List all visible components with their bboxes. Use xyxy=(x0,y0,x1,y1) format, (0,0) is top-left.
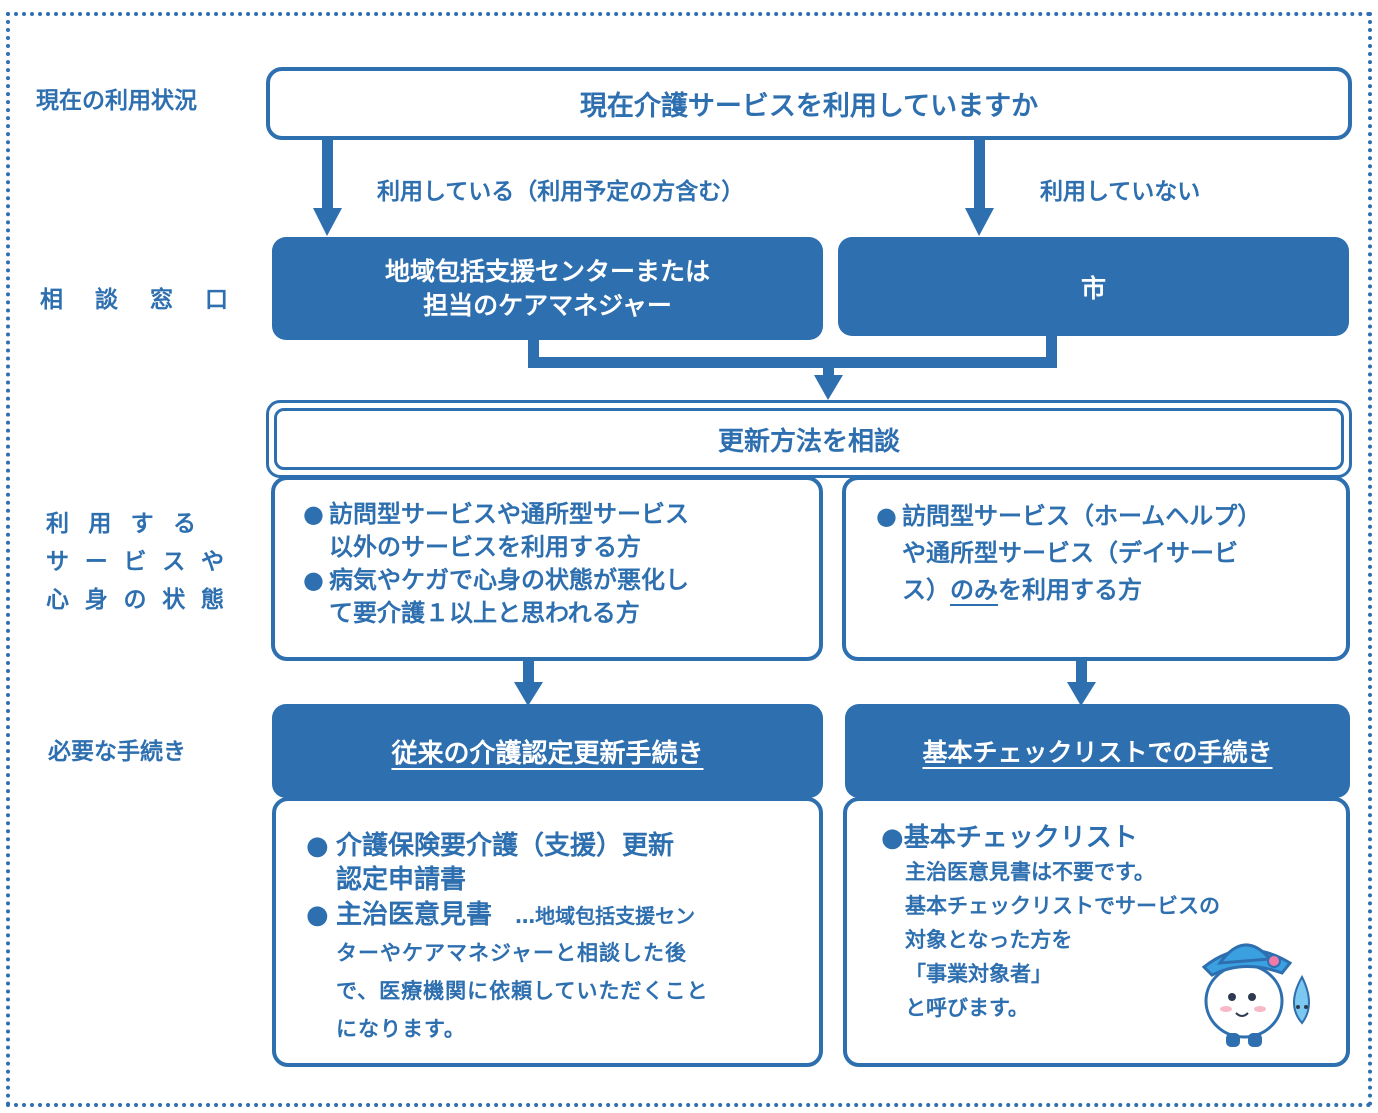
row-label-state-char: 心 xyxy=(46,587,69,613)
doc-right-line: 「事業対象者」 xyxy=(905,962,1052,986)
consult-box-left: 地域包括支援センターまたは 担当のケアマネジャー xyxy=(272,237,823,340)
documents-box-left: ● 介護保険要介護（支援）更新 認定申請書 ●主治医意見書 …地域包括支援セン … xyxy=(272,797,823,1067)
row-label-state-char: の xyxy=(123,587,147,613)
state-left-item: ● 訪問型サービスや通所型サービス 以外のサービスを利用する方 xyxy=(303,498,809,564)
consult-right-text: 市 xyxy=(1080,273,1106,303)
row-label-state-char: や xyxy=(201,549,224,575)
state-right-line: ス）のみを利用する方 xyxy=(902,572,1261,609)
row-label-state: 利 用 す る サ ー ビ ス や 心 身 の 状 態 xyxy=(46,505,224,619)
merge-line-down xyxy=(823,365,834,377)
state-left-line: て要介護１以上と思われる方 xyxy=(329,599,640,627)
row-label-state-char: ス xyxy=(162,549,186,575)
state-right-text: ス） xyxy=(902,576,950,604)
doc-left-note-line: になります。 xyxy=(336,1017,466,1041)
bullet-icon: ● xyxy=(306,831,329,861)
procedure-box-right: 基本チェックリストでの手続き xyxy=(845,704,1350,798)
bullet-icon: ● xyxy=(876,502,897,530)
state-box-left: ● 訪問型サービスや通所型サービス 以外のサービスを利用する方 ● 病気やケガで… xyxy=(271,476,823,661)
row-label-state-char: 態 xyxy=(201,587,224,613)
merge-line-left xyxy=(528,336,539,366)
state-left-line: 病気やケガで心身の状態が悪化し xyxy=(329,566,689,594)
bullet-icon: ● xyxy=(306,900,329,930)
state-box-right: ● 訪問型サービス（ホームヘルプ） や通所型サービス（デイサービ ス）のみを利用… xyxy=(842,476,1350,661)
row-label-state-char: サ xyxy=(46,549,69,575)
arrow-head-no xyxy=(965,208,994,236)
arrow-head-right-proc xyxy=(1067,682,1096,706)
row-label-state-line: 心 身 の 状 態 xyxy=(46,581,224,619)
arrow-head-merge xyxy=(814,375,843,400)
bullet-icon: ● xyxy=(881,823,904,853)
doc-left-head: 主治医意見書 xyxy=(336,900,493,930)
state-right-line: 訪問型サービス（ホームヘルプ） xyxy=(902,502,1262,530)
doc-right-lines: 主治医意見書は不要です。 基本チェックリストでサービスの 対象となった方を 「事… xyxy=(881,855,1336,1025)
bullet-icon: ● xyxy=(303,500,324,528)
branch-line-no xyxy=(974,138,985,210)
bullet-icon: ● xyxy=(303,566,324,594)
row-label-state-char: ー xyxy=(84,549,108,575)
row-label-state-char: ビ xyxy=(123,549,147,575)
dotted-frame xyxy=(6,12,1372,1107)
row-label-state-char: 利 xyxy=(46,511,69,537)
documents-box-right: ●基本チェックリスト 主治医意見書は不要です。 基本チェックリストでサービスの … xyxy=(843,797,1350,1067)
row-label-state-line: サ ー ビ ス や xyxy=(46,543,224,581)
row-label-status: 現在の利用状況 xyxy=(36,88,197,114)
doc-left-line: 介護保険要介護（支援）更新 xyxy=(336,831,675,861)
row-label-state-char: す xyxy=(130,511,154,537)
arrow-line-left-proc xyxy=(523,656,534,684)
mascot-illustration xyxy=(1201,943,1310,1047)
state-left-item: ● 病気やケガで心身の状態が悪化し て要介護１以上と思われる方 xyxy=(303,564,809,630)
doc-right-head: 基本チェックリスト xyxy=(903,823,1138,853)
row-label-state-char: 身 xyxy=(84,587,108,613)
row-label-state-line: 利 用 す る xyxy=(46,505,196,543)
procedure-right-title: 基本チェックリストでの手続き xyxy=(922,738,1273,767)
procedure-left-title: 従来の介護認定更新手続き xyxy=(391,738,704,769)
arrow-line-right-proc xyxy=(1076,656,1087,684)
row-label-consult-char: 談 xyxy=(95,287,118,313)
row-label-state-char: 状 xyxy=(162,587,186,613)
arrow-head-yes xyxy=(313,208,342,236)
row-label-state-char: る xyxy=(172,511,196,537)
doc-right-item: ●基本チェックリスト xyxy=(881,821,1336,855)
doc-left-note: …地域包括支援セン xyxy=(515,904,696,928)
procedure-box-left: 従来の介護認定更新手続き xyxy=(272,704,823,798)
state-left-line: 以外のサービスを利用する方 xyxy=(329,533,641,561)
arrow-head-left-proc xyxy=(514,682,543,706)
consult-together-inner: 更新方法を相談 xyxy=(274,408,1344,470)
doc-left-note-block: ターやケアマネジャーと相談した後 で、医療機関に依頼していただくこと になります… xyxy=(306,934,809,1048)
branch-label-no: 利用していない xyxy=(1040,179,1201,205)
question-text: 現在介護サービスを利用していますか xyxy=(579,91,1039,122)
row-label-consult-char: 窓 xyxy=(150,287,173,313)
row-label-consult: 相 談 窓 口 xyxy=(40,285,228,316)
consult-left-line: 地域包括支援センターまたは xyxy=(384,256,710,286)
doc-left-note-line: ターやケアマネジャーと相談した後 xyxy=(336,941,687,965)
consult-together-box: 更新方法を相談 xyxy=(266,400,1352,478)
row-label-state-char: 用 xyxy=(88,511,112,537)
state-right-underlined: のみ xyxy=(950,576,998,604)
doc-right-line: 基本チェックリストでサービスの xyxy=(905,894,1220,918)
row-label-consult-char: 相 xyxy=(40,287,63,313)
state-right-line: や通所型サービス（デイサービ xyxy=(902,539,1238,567)
doc-left-item: ● 介護保険要介護（支援）更新 認定申請書 xyxy=(306,829,809,897)
doc-left-item: ●主治医意見書 …地域包括支援セン xyxy=(306,897,809,934)
state-right-text: を利用する方 xyxy=(998,576,1142,604)
merge-line-right xyxy=(1046,336,1057,366)
consult-left-line: 担当のケアマネジャー xyxy=(423,290,672,320)
merge-line-bottom xyxy=(528,357,1057,368)
state-left-line: 訪問型サービスや通所型サービス xyxy=(329,500,689,528)
row-label-consult-char: 口 xyxy=(205,287,228,313)
branch-line-yes xyxy=(322,138,333,210)
row-label-procedure: 必要な手続き xyxy=(48,739,186,765)
question-box: 現在介護サービスを利用していますか xyxy=(266,67,1352,140)
doc-right-line: 主治医意見書は不要です。 xyxy=(905,860,1155,884)
branch-label-yes: 利用している（利用予定の方含む） xyxy=(377,179,745,205)
consult-box-right: 市 xyxy=(838,237,1349,336)
doc-right-line: 対象となった方を xyxy=(905,928,1073,952)
doc-left-line: 認定申請書 xyxy=(336,865,467,895)
doc-right-line: と呼びます。 xyxy=(905,996,1029,1020)
doc-left-note-line: で、医療機関に依頼していただくこと xyxy=(336,979,709,1003)
consult-together-text: 更新方法を相談 xyxy=(717,426,900,457)
state-right-item: ● 訪問型サービス（ホームヘルプ） や通所型サービス（デイサービ ス）のみを利用… xyxy=(876,498,1338,609)
